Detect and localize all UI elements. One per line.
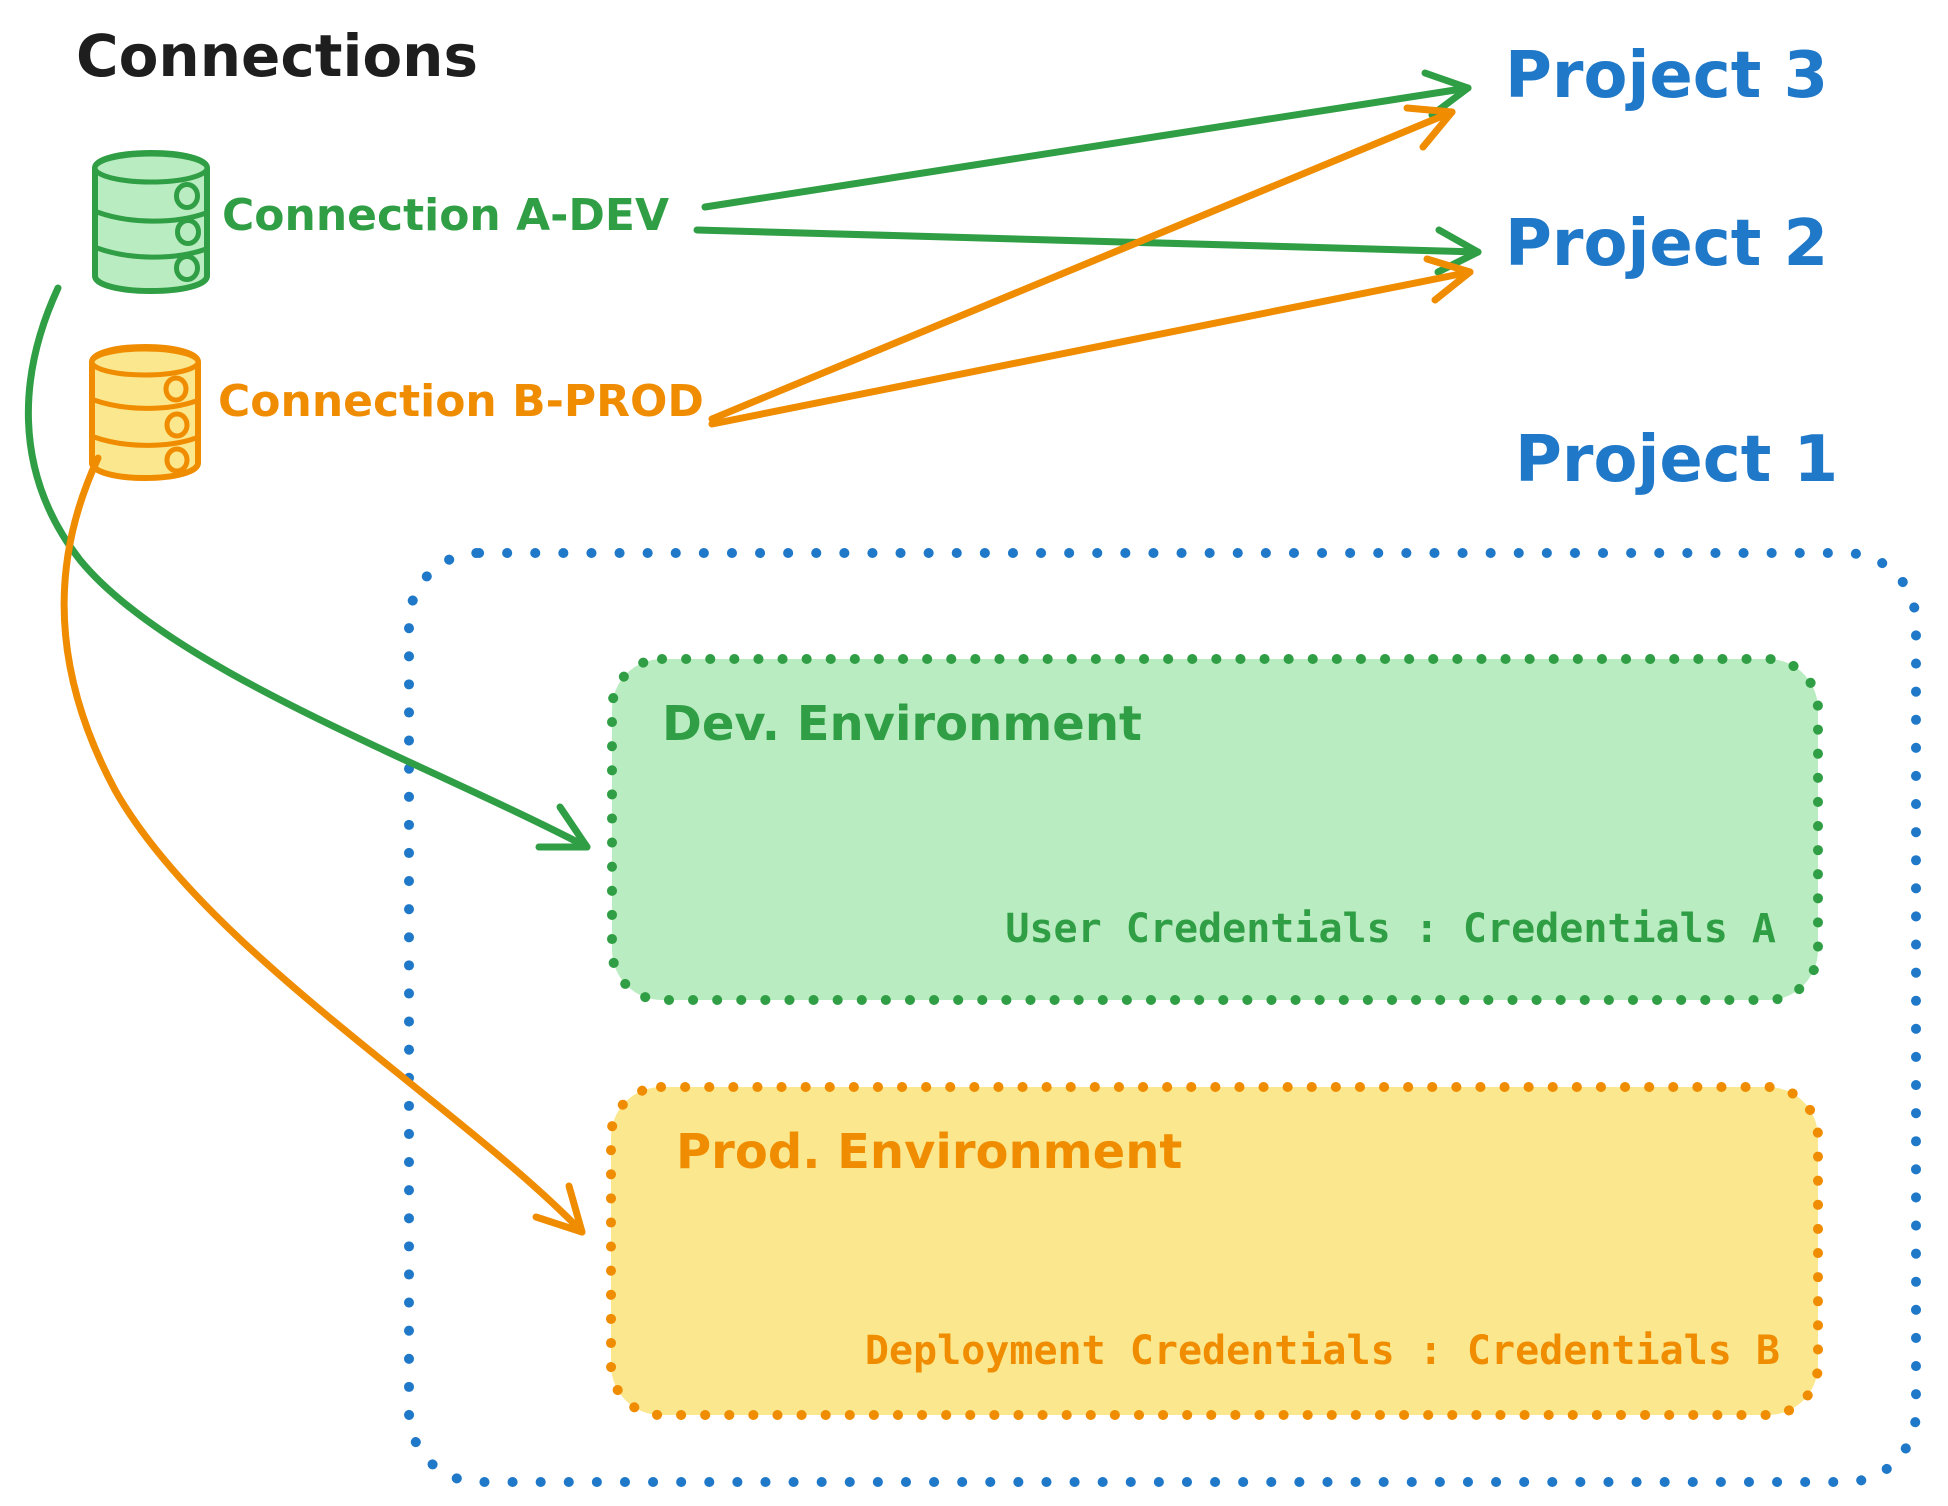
project3-label: Project 3 bbox=[1505, 39, 1829, 113]
connection-b-prod-label: Connection B-PROD bbox=[218, 376, 704, 427]
database-icon-dev bbox=[92, 150, 210, 294]
project1-label: Project 1 bbox=[1515, 423, 1839, 497]
prod-environment-credentials: Deployment Credentials : Credentials B bbox=[864, 1328, 1780, 1374]
database-icon-prod bbox=[89, 344, 201, 481]
arrow-prod-to-project3 bbox=[708, 104, 1456, 423]
project1-container-box bbox=[404, 548, 1921, 1487]
arrow-prod-to-prod-environment bbox=[60, 454, 586, 1236]
arrow-dev-to-project3 bbox=[701, 69, 1472, 211]
arrow-prod-to-project2 bbox=[708, 255, 1474, 428]
diagram-title: Connections bbox=[76, 22, 478, 90]
prod-environment-box bbox=[606, 1082, 1823, 1420]
dev-environment-box bbox=[607, 654, 1823, 1005]
dev-environment-credentials: User Credentials : Credentials A bbox=[1005, 906, 1776, 952]
dev-environment-title: Dev. Environment bbox=[662, 696, 1142, 752]
project2-label: Project 2 bbox=[1505, 207, 1829, 281]
arrow-dev-to-dev-environment bbox=[24, 284, 591, 851]
connection-a-dev-label: Connection A-DEV bbox=[222, 190, 670, 241]
prod-environment-title: Prod. Environment bbox=[676, 1124, 1183, 1180]
